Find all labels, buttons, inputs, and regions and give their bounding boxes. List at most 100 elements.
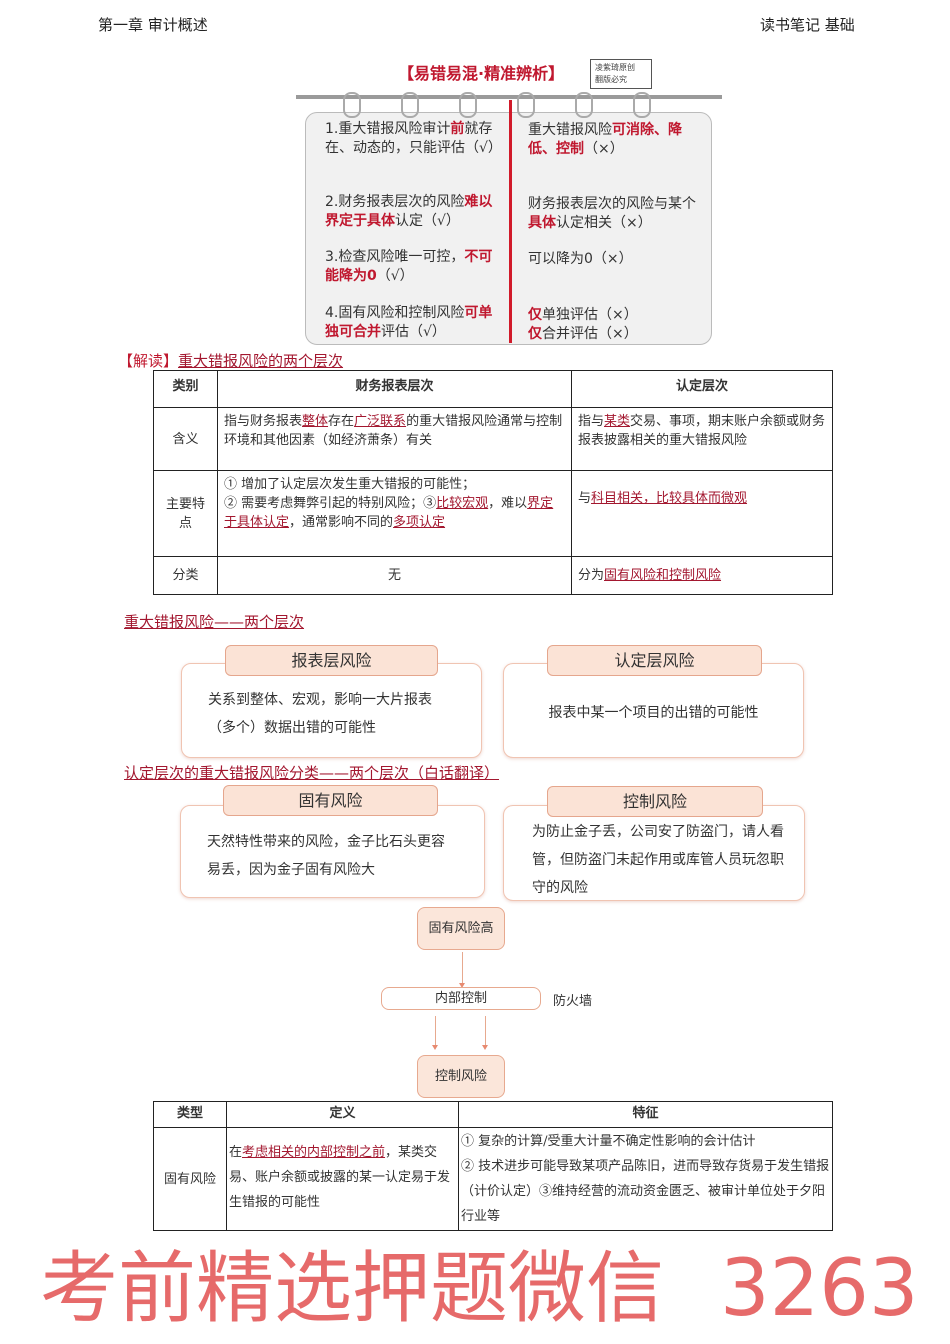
- row-label: 主要特点: [153, 470, 218, 557]
- assertion-cell: 分为固有风险和控制风险: [571, 556, 833, 595]
- assertion-cell: 指与某类交易、事项，期末账户余额或财务报表披露相关的重大错报风险: [571, 407, 833, 471]
- inherent-risk-table: 类型 定义 特征 固有风险 在考虑相关的内部控制之前，某类交易、账户余额或披露的…: [153, 1101, 833, 1231]
- notebook-left-item: 1.重大错报风险审计前就存在、动态的，只能评估（√）: [325, 120, 502, 158]
- highlight-text: 前: [450, 121, 465, 137]
- arrow-down-icon: [459, 952, 465, 988]
- arrow-down-icon: [432, 1016, 438, 1050]
- ring-icon: [343, 92, 361, 118]
- copyright-stamp: 凌紫琦原创 翻版必究: [590, 59, 652, 89]
- underlined-keyword: 固有风险和控制风险: [604, 568, 722, 583]
- text-segment: 在: [229, 1145, 243, 1160]
- text-segment: ，某类交易、账户余额或披露的某一认定易于发生错报的可能性: [229, 1145, 451, 1210]
- text-segment: 单独评估（×）: [542, 307, 638, 323]
- text-segment: 可以降为0（×）: [528, 251, 633, 267]
- reading-heading: 【解读】重大错报风险的两个层次: [118, 350, 343, 371]
- text-segment: 无: [387, 568, 401, 583]
- underlined-keyword: 整体: [302, 414, 329, 429]
- header-chapter: 第一章 审计概述: [98, 16, 208, 34]
- table-row: 固有风险 在考虑相关的内部控制之前，某类交易、账户余额或披露的某一认定易于发生错…: [153, 1127, 833, 1231]
- assertion-cell: 与科目相关，比较具体而微观: [571, 470, 833, 557]
- flow-high-inherent-risk: 固有风险高: [417, 907, 505, 950]
- table-row: 分类 无 分为固有风险和控制风险: [153, 556, 833, 595]
- col-header: 财务报表层次: [217, 370, 572, 408]
- text-segment: 1.重大错报风险审计: [325, 121, 451, 137]
- text-segment: （√）: [376, 268, 414, 284]
- statement-level-card: 关系到整体、宏观，影响一大片报表（多个）数据出错的可能性: [181, 663, 482, 758]
- ring-icon: [633, 92, 651, 118]
- row-label: 含义: [153, 407, 218, 471]
- text-segment: 评估（√）: [381, 324, 446, 340]
- text-segment: 存在: [328, 414, 355, 429]
- ring-icon: [517, 92, 535, 118]
- header-book: 读书笔记 基础: [760, 16, 855, 34]
- arrow-down-icon: [482, 1016, 488, 1050]
- text-segment: 分为: [578, 568, 605, 583]
- fs-cell: 指与财务报表整体存在广泛联系的重大错报风险通常与控制环境和其他因素（如经济萧条）…: [217, 407, 572, 471]
- highlight-text: 仅: [528, 307, 542, 323]
- reading-title: 重大错报风险的两个层次: [178, 352, 344, 370]
- ring-icon: [401, 92, 419, 118]
- table-row: 主要特点 ① 增加了认定层次发生重大错报的可能性； ② 需要考虑舞弊引起的特别风…: [153, 470, 833, 557]
- notebook-right-item: 仅单独评估（×）仅合并评估（×）: [528, 306, 703, 344]
- col-header: 定义: [226, 1101, 459, 1128]
- notebook-right-item: 财务报表层次的风险与某个具体认定相关（×）: [528, 195, 703, 233]
- text-segment: 3.检查风险唯一可控，: [325, 249, 465, 265]
- flow-control-risk: 控制风险: [417, 1055, 505, 1098]
- col-header: 类别: [153, 370, 218, 408]
- classify-title: 认定层次的重大错报风险分类——两个层次（白话翻译）: [124, 764, 500, 782]
- ring-icon: [575, 92, 593, 118]
- notebook-left-item: 4.固有风险和控制风险可单独可合并评估（√）: [325, 304, 500, 342]
- notebook-left-item: 2.财务报表层次的风险难以界定于具体认定（√）: [325, 193, 500, 231]
- text-segment: 认定（√）: [395, 213, 460, 229]
- row-label: 分类: [153, 556, 218, 595]
- text-segment: 交易、事项，期末账户余额或财务报表披露相关的重大错报风险: [578, 414, 826, 448]
- assertion-level-card: 报表中某一个项目的出错的可能性: [503, 663, 804, 758]
- notebook-right-item: 重大错报风险可消除、降低、控制（×）: [528, 121, 703, 159]
- text-segment: 重大错报风险: [528, 122, 612, 138]
- highlight-text: 可消除、降低、控制: [528, 122, 682, 157]
- highlight-text: 不可能降为0: [325, 249, 493, 284]
- stamp-line: 凌紫琦原创: [595, 63, 635, 72]
- text-segment: 4.固有风险和控制风险: [325, 305, 465, 321]
- levels-title: 重大错报风险——两个层次: [124, 613, 305, 631]
- type-cell: 固有风险: [153, 1127, 227, 1231]
- underlined-keyword: 科目相关，比较具体而微观: [591, 491, 748, 506]
- assertion-level-tab: 认定层风险: [547, 645, 762, 676]
- reading-prefix: 【解读】: [118, 352, 179, 370]
- notebook-right-item: 可以降为0（×）: [528, 250, 703, 269]
- watermark-text: 考前精选押题微信: [40, 1244, 665, 1334]
- text-segment: 指与: [578, 414, 605, 429]
- text-segment: （×）: [584, 141, 624, 157]
- underlined-keyword: 广泛联系: [354, 414, 407, 429]
- text-segment: 2.财务报表层次的风险: [325, 194, 465, 210]
- flow-internal-control: 内部控制: [381, 987, 541, 1010]
- highlight-text: 可单独可合并: [325, 305, 493, 340]
- ring-icon: [459, 92, 477, 118]
- inherent-risk-card: 天然特性带来的风险，金子比石头更容易丢，因为金子固有风险大: [180, 805, 485, 898]
- underlined-keyword: 比较宏观: [436, 496, 489, 511]
- levels-table: 类别 财务报表层次 认定层次 含义 指与财务报表整体存在广泛联系的重大错报风险通…: [153, 370, 833, 595]
- notebook-rail: [296, 95, 722, 99]
- col-header: 特征: [458, 1101, 833, 1128]
- definition-cell: 在考虑相关的内部控制之前，某类交易、账户余额或披露的某一认定易于发生错报的可能性: [226, 1127, 459, 1231]
- fs-cell: ① 增加了认定层次发生重大错报的可能性； ② 需要考虑舞弊引起的特别风险；③比较…: [217, 470, 572, 557]
- text-segment: 与: [578, 491, 592, 506]
- stamp-line: 翻版必究: [595, 75, 627, 84]
- text-segment: 的重大错报风险通常与控制环境和其他因素（如经济萧条）有关: [224, 414, 563, 448]
- underlined-keyword: 考虑相关的内部控制之前: [242, 1145, 386, 1160]
- fs-cell: 无: [217, 556, 572, 595]
- text-segment: 合并评估（×）: [542, 326, 638, 342]
- col-header: 类型: [153, 1101, 227, 1128]
- control-risk-tab: 控制风险: [547, 786, 763, 817]
- underlined-keyword: 界定于具体认定: [224, 496, 554, 530]
- text-segment: 指与财务报表: [224, 414, 303, 429]
- col-header: 认定层次: [571, 370, 833, 408]
- underlined-keyword: 某类: [604, 414, 631, 429]
- text-segment: 财务报表层次的风险与某个: [528, 196, 696, 212]
- text-segment: ，通常影响不同的: [289, 515, 394, 530]
- text-segment: 认定相关（×）: [556, 215, 652, 231]
- notebook-title: 【易错易混·精准辨析】: [398, 64, 565, 83]
- watermark-text: 3263: [720, 1244, 919, 1334]
- highlight-text: 仅: [528, 326, 542, 342]
